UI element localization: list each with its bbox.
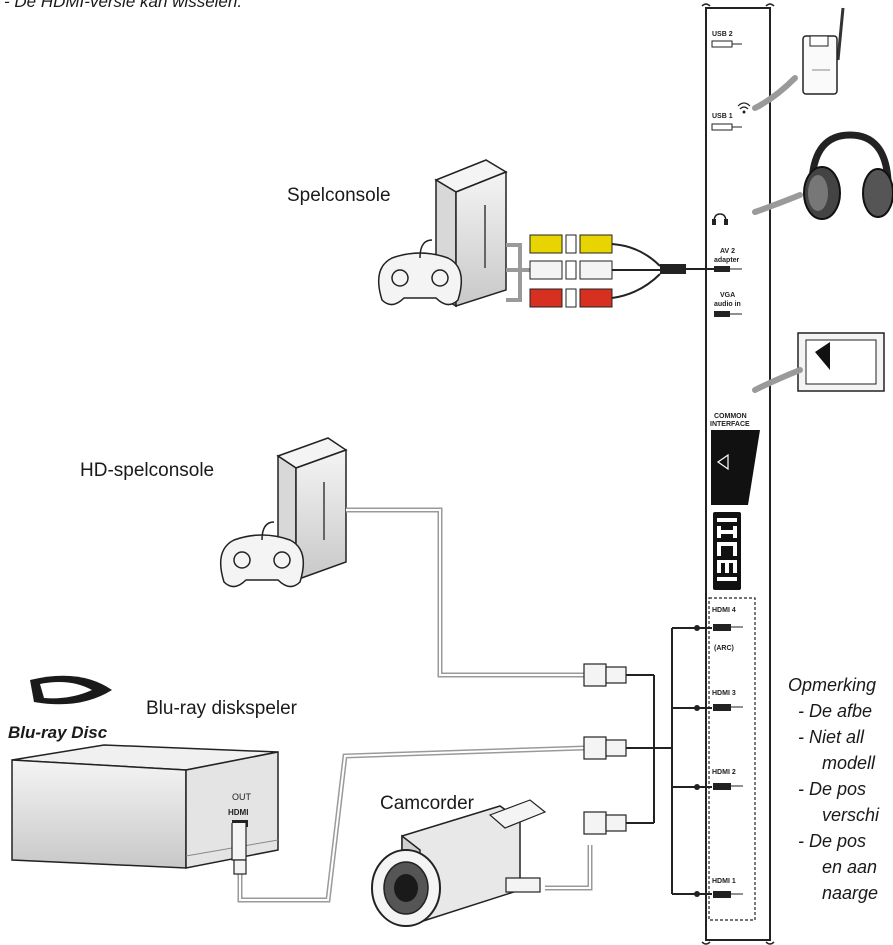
note-line: verschi [822,805,880,825]
hd-gamepad-icon [219,521,305,588]
hdmi1-label: HDMI 1 [712,878,736,885]
note-line: - De afbe [798,701,873,721]
gamepad-icon [377,239,463,306]
rca-cables [506,234,714,308]
note-line: - Niet all [798,727,865,747]
bluray-logo-icon: Blu-ray Disc [8,675,112,742]
game-console-label: Spelconsole [287,185,391,206]
bluray-logo-text: Blu-ray Disc [8,723,108,742]
hdmi4-arc-label: (ARC) [714,645,734,652]
notes-block: Opmerking - De afbe - Niet all modell - … [788,672,879,906]
camcorder-icon [371,799,547,927]
bluray-out-label: OUT [232,792,252,802]
ci-slot [711,430,760,505]
av2-label-2: adapter [714,257,740,264]
usb1-port-label: USB 1 [712,113,733,120]
wifi-icon [737,102,751,110]
hdmi-group-box [708,597,756,921]
hd-game-console-label: HD-spelconsole [80,460,215,481]
usb2-port-label: USB 2 [712,31,733,38]
note-line: en aan [822,857,878,877]
bluray-player-icon: OUT HDMI [11,744,279,869]
hdmi2-label: HDMI 2 [712,769,736,776]
bluray-player-label: Blu-ray diskspeler [146,698,297,719]
hdmi4-label: HDMI 4 [712,607,736,614]
ci-card-icon [797,332,885,392]
hdmi-version-note: - De HDMI-versie kan wisselen. [4,0,243,11]
camcorder-label: Camcorder [380,793,474,814]
bluray-hdmi-plug [231,823,247,875]
bluray-hdmi-label: HDMI [228,808,248,817]
av2-label: AV 2 [720,248,735,255]
ci-label: COMMON [714,413,747,420]
note-line: - De pos [798,831,867,851]
headphone-jack-icon [713,213,727,223]
vga-label: VGA [720,292,735,299]
hdmi-cables [237,507,712,903]
vga-label-2: audio in [714,301,741,308]
ci-label-2: INTERFACE [710,421,750,428]
usb-wifi-dongle-icon [802,7,845,95]
note-line: - De pos [798,779,867,799]
note-line: naarge [822,883,879,903]
hdmi3-label: HDMI 3 [712,690,736,697]
headphones-icon [803,131,893,220]
tv-side-panel: USB 2 USB 1 AV 2 adapter VGA audio in CO… [701,3,775,945]
note-line: modell [822,753,876,773]
notes-title: Opmerking [788,675,877,695]
